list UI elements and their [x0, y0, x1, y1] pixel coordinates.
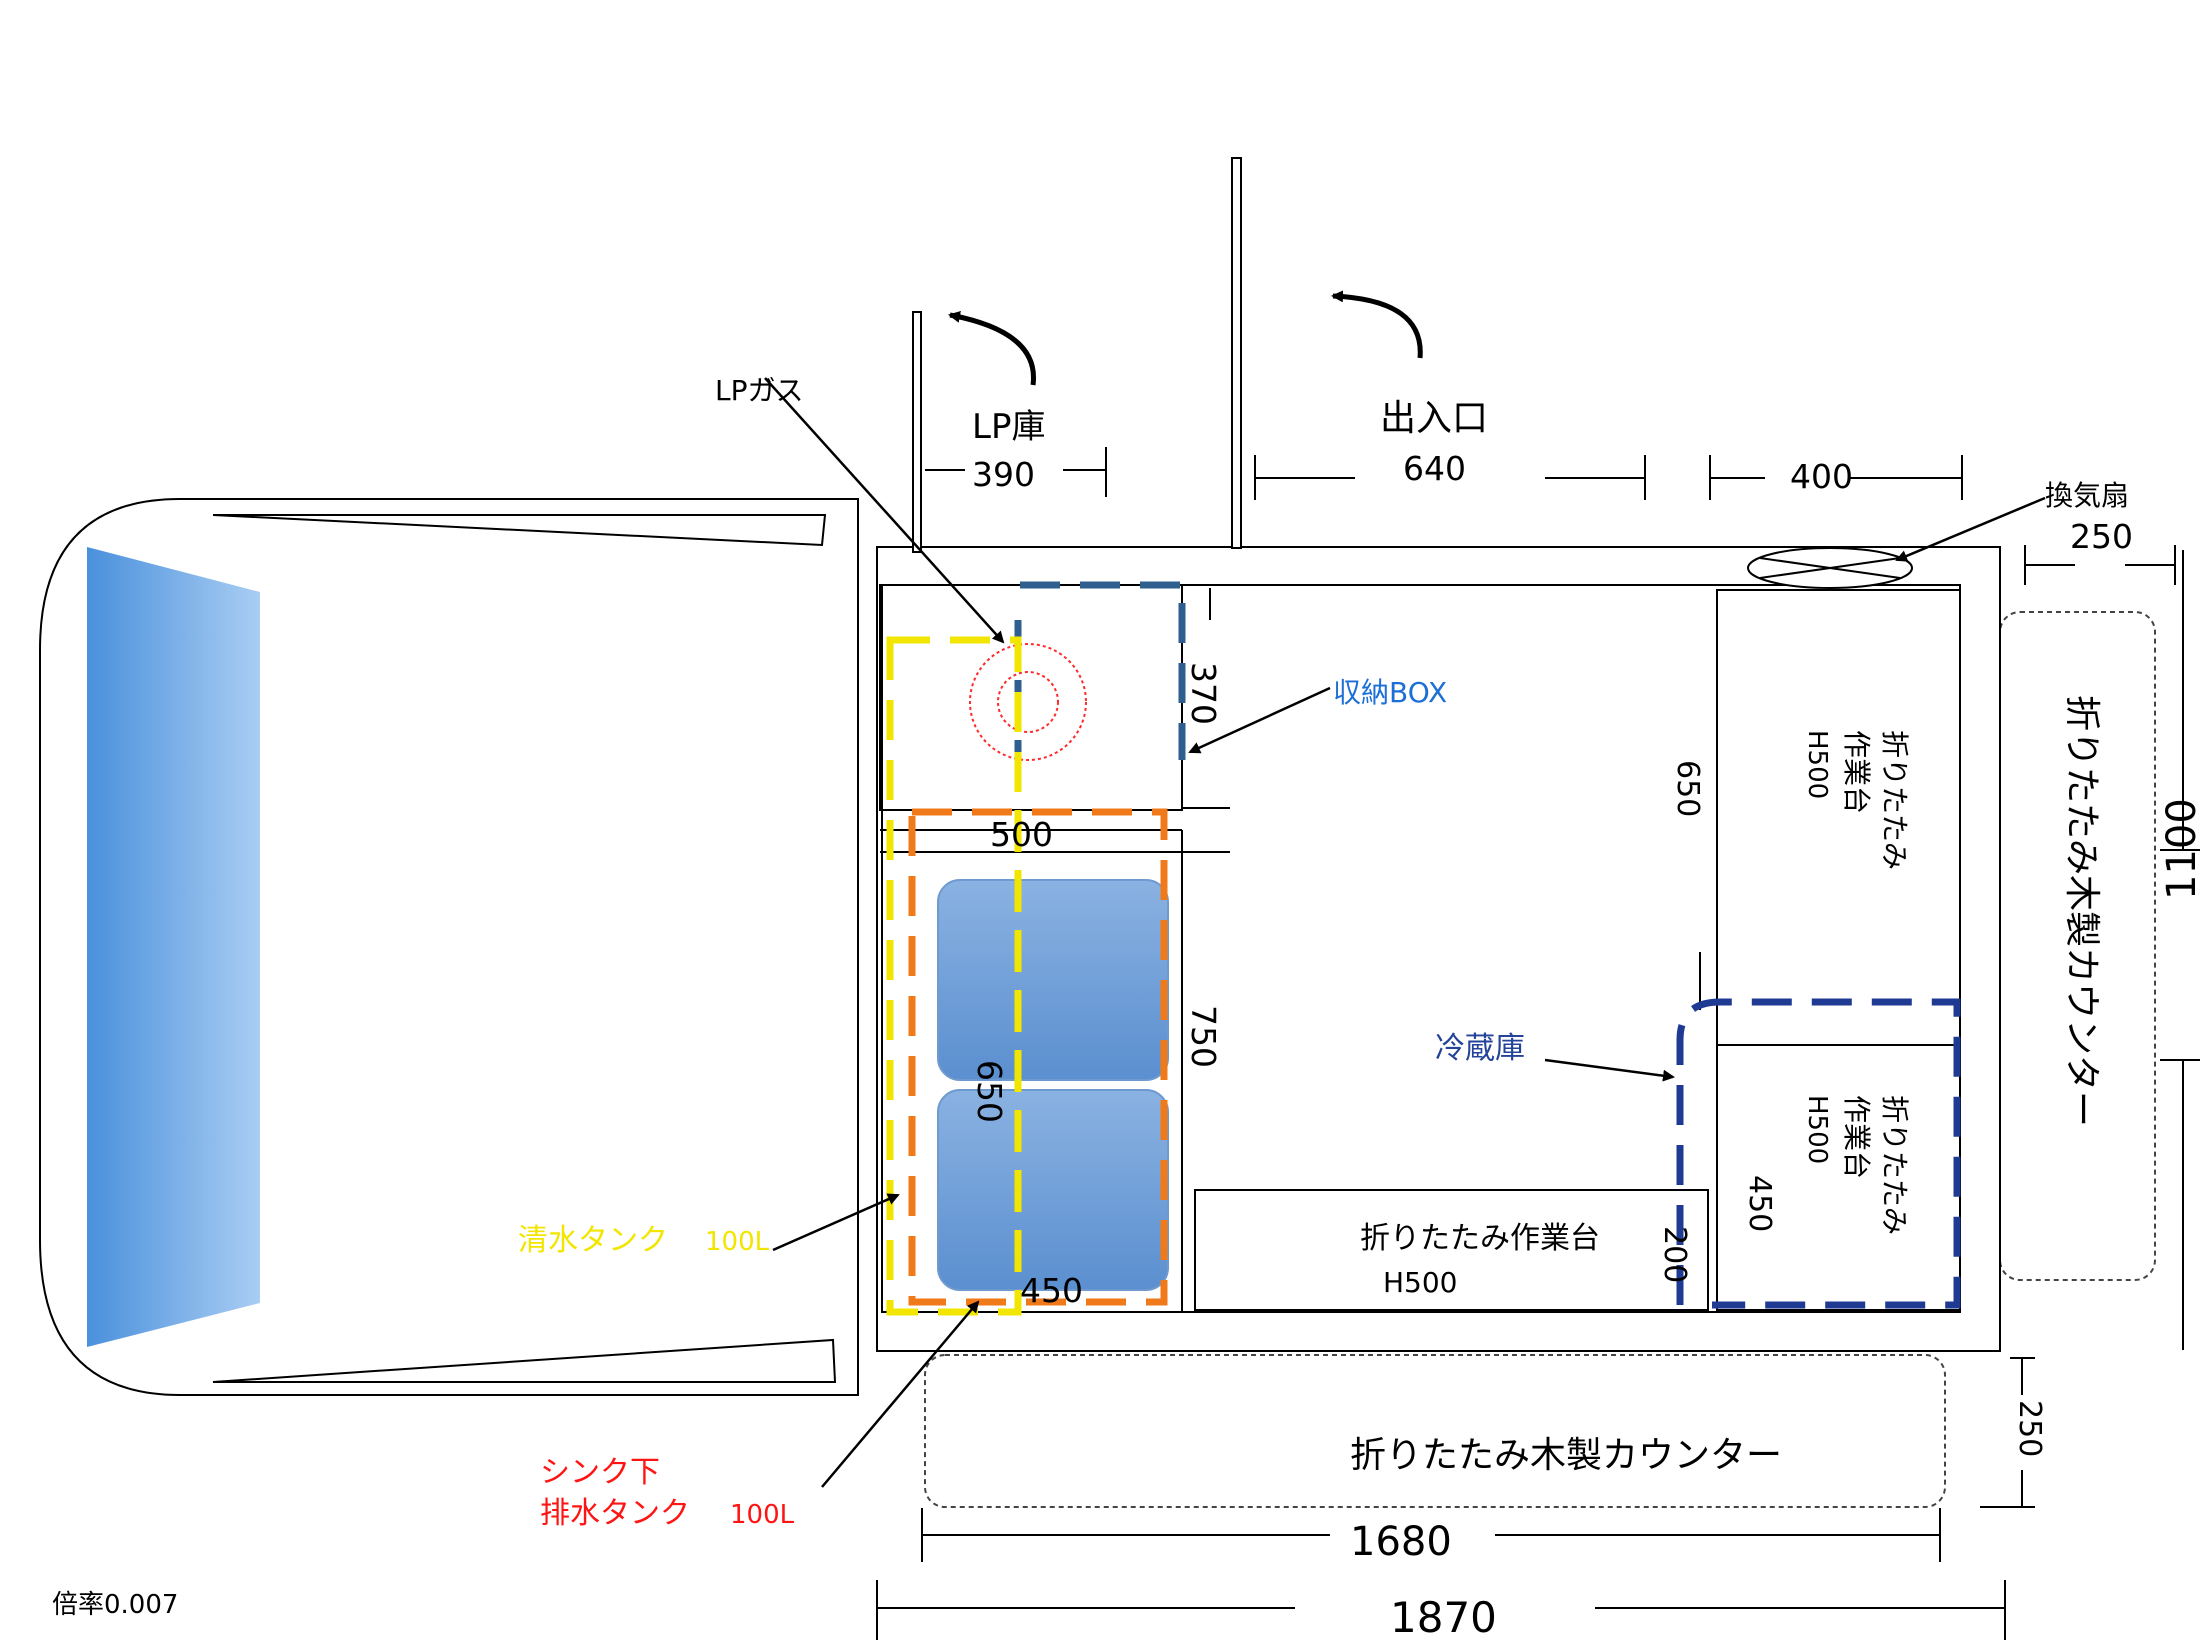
storage-box-leader — [1188, 686, 1331, 754]
entrance-door-swing-arrow — [1331, 290, 1423, 359]
storage-box-outline — [1020, 581, 1186, 760]
workbench-upper-line2: 作業台 — [1840, 730, 1873, 814]
workbench-depth-dimension: 200 — [1657, 1226, 1692, 1283]
fresh-tank-outline — [886, 636, 1022, 1316]
tank-depth-dimension: 650 — [970, 1060, 1009, 1123]
entrance-label: 出入口 — [1380, 398, 1488, 439]
vent-fan-icon — [1747, 547, 1913, 589]
storage-box-depth: 370 — [1184, 662, 1223, 725]
lp-gas-inner-ring — [997, 671, 1059, 733]
right-gap-dimension: 400 — [1790, 457, 1853, 496]
fresh-tank-name: 清水タンク — [518, 1223, 668, 1258]
entrance-width: 640 — [1403, 449, 1466, 488]
vent-fan-label: 換気扇 — [2045, 479, 2129, 512]
entrance-door-post — [1231, 157, 1242, 549]
lp-storage-label: LP庫 — [972, 407, 1045, 447]
gray-tank-outline — [908, 808, 1168, 1306]
counter-right-label: 折りたたみ木製カウンター — [2061, 695, 2102, 1127]
tank-upper — [937, 879, 1169, 1081]
cab-wing-top — [212, 514, 827, 547]
lp-door-post — [912, 311, 922, 553]
workbench-lower-line1: 折りたたみ — [1878, 1095, 1911, 1235]
fresh-tank-leader — [772, 1193, 900, 1252]
workbench-lower-label: 折りたたみ 作業台 H500 — [1802, 1095, 1911, 1235]
lp-door-swing-arrow — [948, 310, 1036, 386]
scale-label: 倍率0.007 — [52, 1590, 178, 1620]
vent-offset-dimension: 250 — [2070, 517, 2133, 556]
lp-gas-label: LPガス — [715, 374, 804, 407]
counter-bottom — [924, 1354, 1946, 1508]
refrigerator-outline — [1676, 998, 1961, 1309]
tank-lower — [937, 1089, 1169, 1291]
workbench-lower-line3: H500 — [1802, 1095, 1832, 1164]
cab-wing-bottom — [212, 1338, 837, 1383]
workbench-lower-line2: 作業台 — [1840, 1095, 1873, 1179]
workbench-upper-line1: 折りたたみ — [1878, 730, 1911, 870]
lp-gas-outer-ring — [969, 643, 1087, 761]
overall-length-dimension: 1870 — [1390, 1593, 1497, 1642]
counter-length-dimension: 1680 — [1350, 1519, 1452, 1565]
workbench-upper-label: 折りたたみ 作業台 H500 — [1802, 730, 1911, 870]
storage-box-width: 500 — [990, 815, 1053, 854]
lp-gas-leader — [764, 377, 1005, 644]
lp-storage-width: 390 — [972, 455, 1035, 494]
sink-depth-dimension: 750 — [1184, 1005, 1223, 1068]
storage-box-label: 収納BOX — [1333, 676, 1447, 709]
refrigerator-leader — [1544, 1058, 1675, 1082]
windshield — [87, 547, 260, 1347]
gray-tank-line1: シンク下 — [540, 1455, 660, 1490]
interior-upper-dimension: 650 — [1670, 760, 1705, 817]
workbench-lower-depth: 450 — [1742, 1175, 1777, 1232]
fresh-tank-volume: 100L — [705, 1227, 770, 1257]
dimension-lines — [876, 447, 2200, 1640]
workbench-upper-line3: H500 — [1802, 730, 1832, 799]
workbench-bottom-name: 折りたたみ作業台 — [1360, 1221, 1600, 1256]
gray-tank-leader — [821, 1300, 980, 1488]
workbench-right-frame — [1716, 589, 1961, 1311]
counter-bottom-label: 折りたたみ木製カウンター — [1350, 1435, 1782, 1476]
refrigerator-label: 冷蔵庫 — [1435, 1031, 1525, 1066]
gray-tank-volume: 100L — [730, 1500, 795, 1530]
vent-fan-leader — [1895, 496, 2046, 562]
workbench-bottom-height: H500 — [1383, 1266, 1458, 1299]
truck-cab — [39, 498, 859, 1396]
counter-right — [1999, 611, 2156, 1281]
workbench-bottom — [1194, 1189, 1709, 1311]
tank-width-dimension: 450 — [1020, 1271, 1083, 1310]
gray-tank-line2: 排水タンク — [540, 1496, 690, 1531]
overall-height-dimension: 1100 — [2159, 798, 2200, 900]
counter-depth-dimension: 250 — [2012, 1400, 2047, 1457]
